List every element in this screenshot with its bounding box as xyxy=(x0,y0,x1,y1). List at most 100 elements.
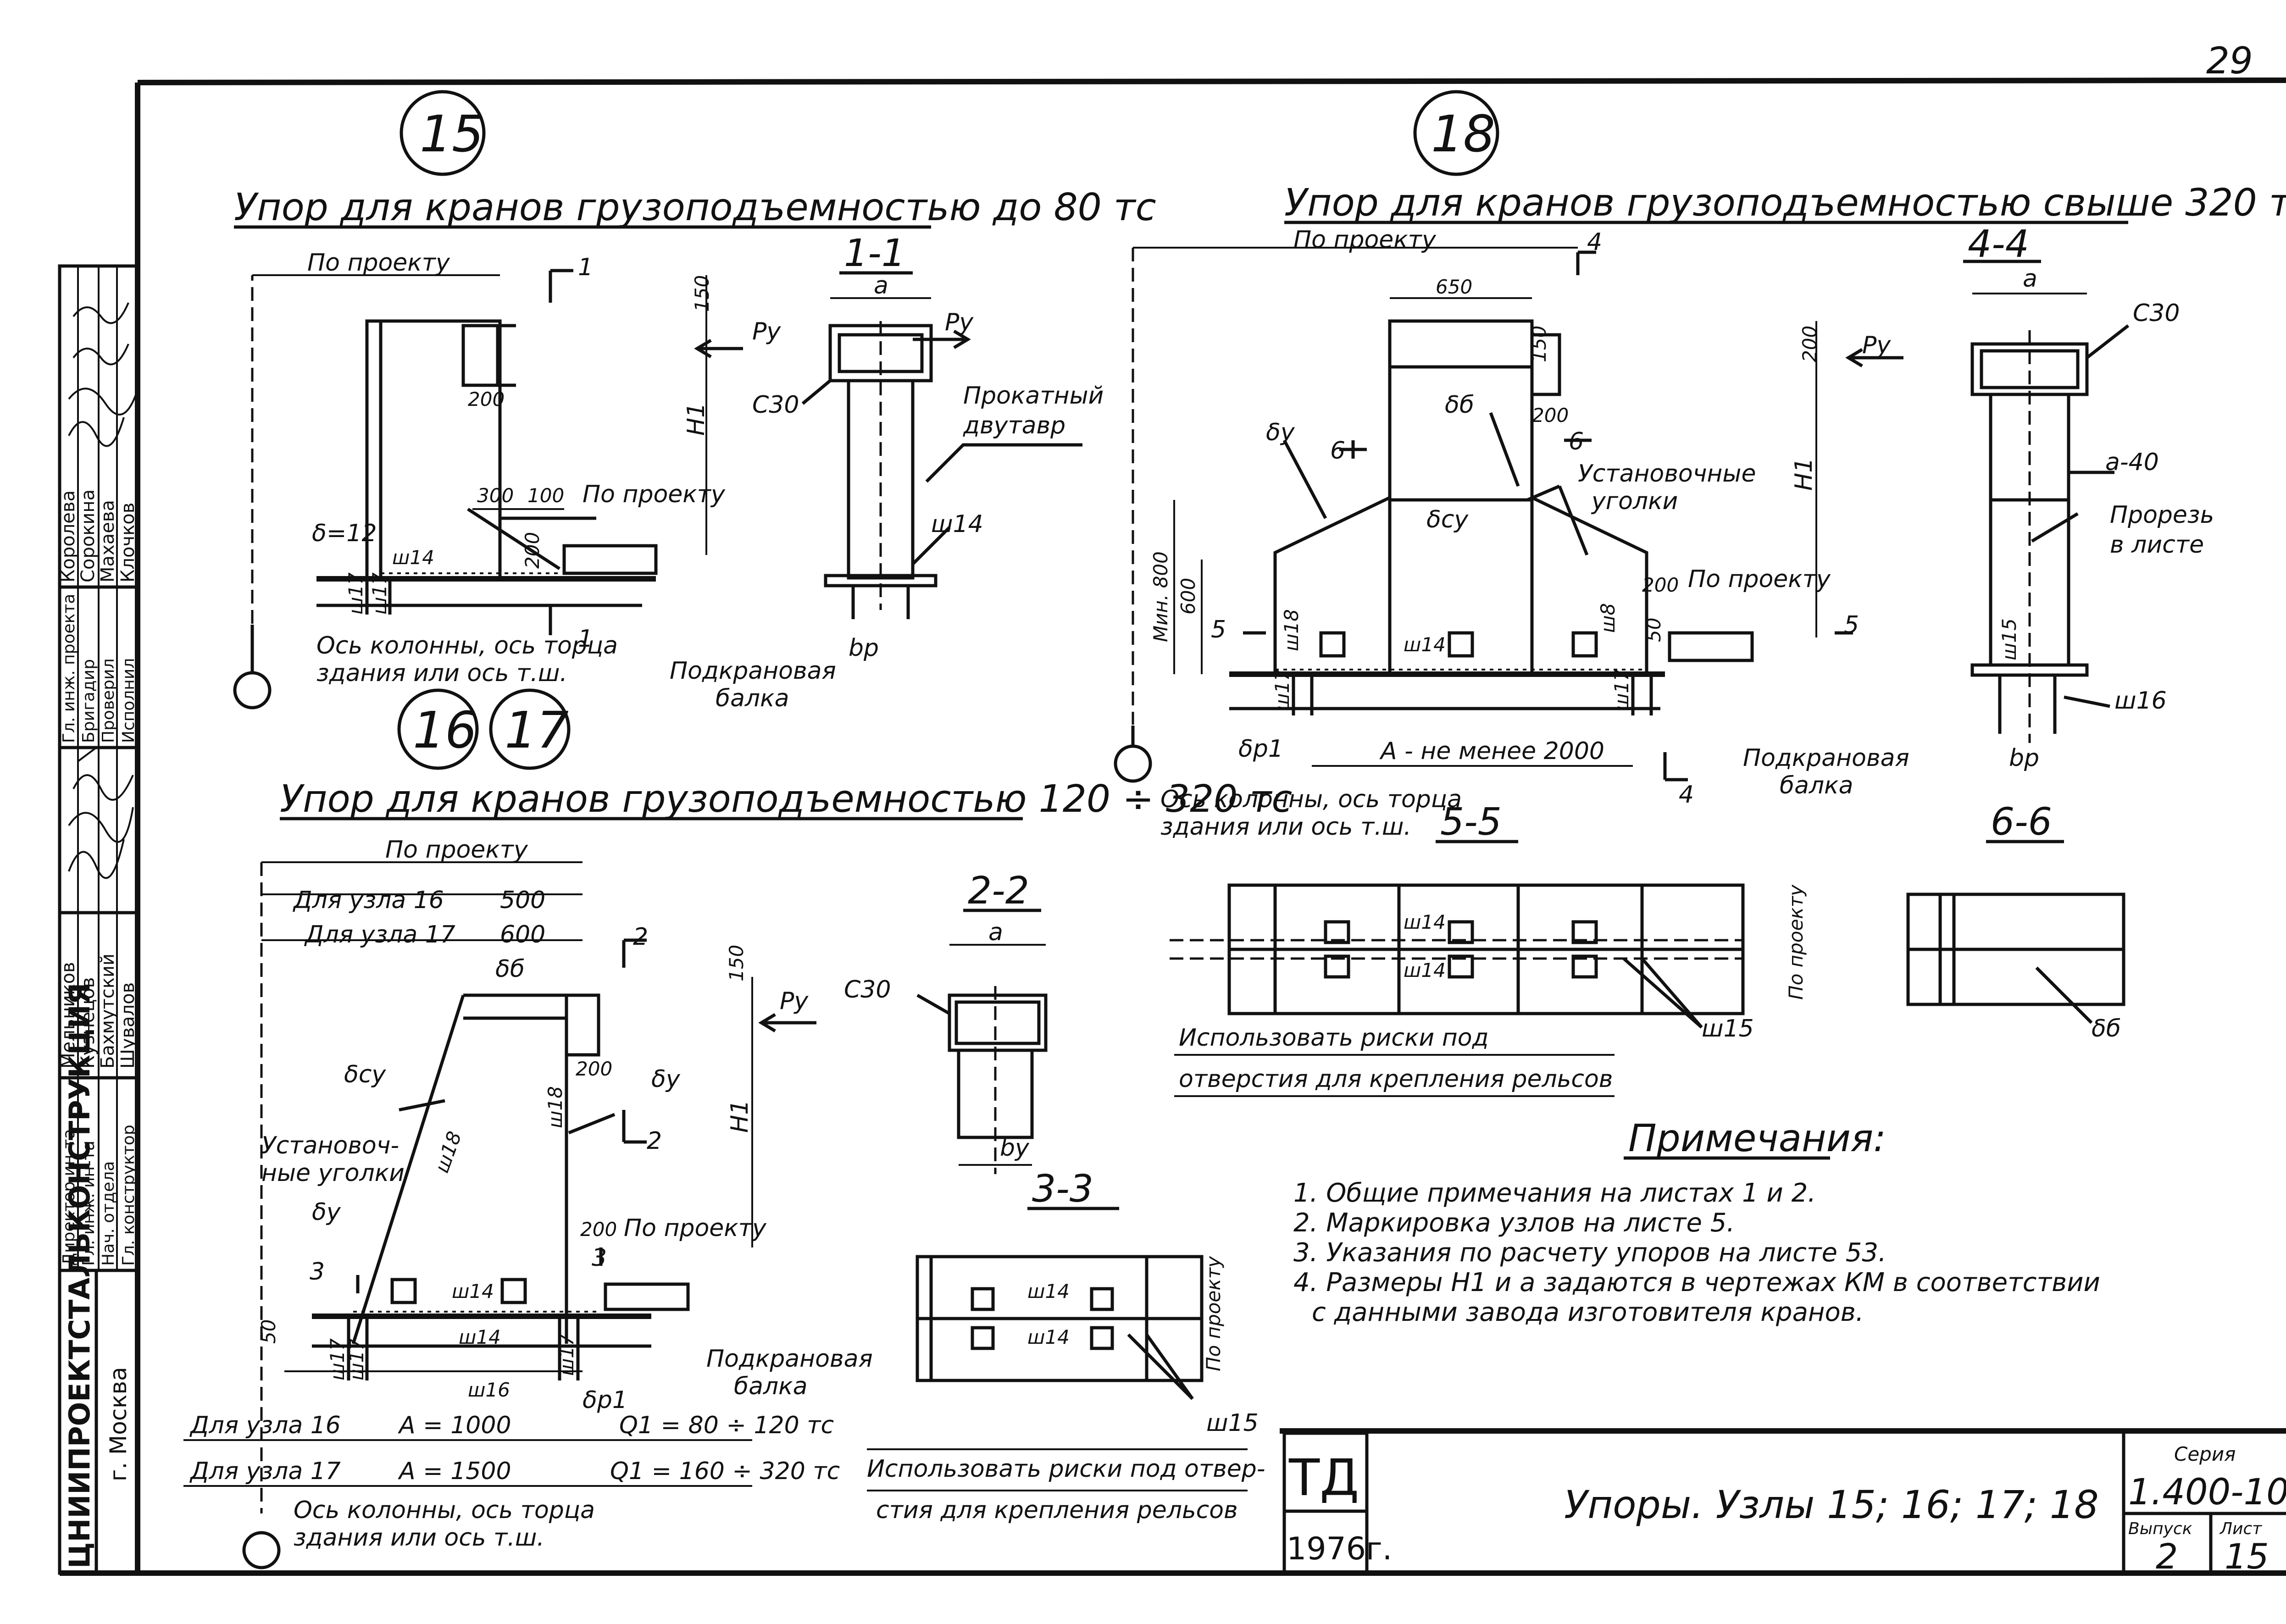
stamp-name: Шувалов xyxy=(117,982,139,1069)
dim-label: bр xyxy=(2009,744,2039,772)
dim-label: 200 xyxy=(1642,574,1679,596)
sheet-label: Лист xyxy=(2219,1519,2262,1538)
dim-label: 150 xyxy=(691,275,713,312)
beam-label: балка xyxy=(734,1373,807,1400)
weld-label: ш18 xyxy=(430,1128,466,1175)
dim-label: 300 xyxy=(477,484,514,507)
note-text: Использовать риски под xyxy=(1179,1024,1489,1052)
weld-label: ш14 xyxy=(1404,633,1446,656)
angle-label: ные уголки xyxy=(261,1159,405,1187)
dim-label: 150 xyxy=(1528,326,1550,362)
dim-label: По проекту xyxy=(624,1214,767,1242)
dim-label: По проекту xyxy=(385,836,528,864)
node-selector: Для узла 16 xyxy=(293,887,444,914)
axis-label: Ось колонны, ось торца xyxy=(1160,786,1462,813)
plate-label: δу xyxy=(312,1198,341,1226)
dim-label: a xyxy=(988,919,1003,946)
dim-label: По проекту xyxy=(1293,226,1437,254)
td-mark: ТД xyxy=(1288,1448,1359,1507)
dim-label: По проекту xyxy=(583,481,726,508)
series-label: Серия xyxy=(2174,1443,2236,1465)
dim-label: 200 xyxy=(468,388,505,410)
node-number: 16 xyxy=(413,701,477,759)
weld-label: ш14 xyxy=(931,510,983,538)
plate-label: δб xyxy=(495,955,525,983)
stamp-role: Гл. инж. проекта xyxy=(60,594,78,743)
node-number: 15 xyxy=(420,105,484,163)
section-mark: 4 xyxy=(1587,228,1602,256)
dim-label: a xyxy=(2023,265,2037,293)
weld-label: ш18 xyxy=(1280,609,1303,651)
issue-label: Выпуск xyxy=(2128,1519,2192,1538)
weld-label: ш14 xyxy=(1404,959,1446,981)
series-value: 1.400-10/76 xyxy=(2128,1472,2286,1513)
notes-title: Примечания: xyxy=(1628,1117,1886,1160)
dim-label: 150 xyxy=(725,945,748,981)
weld-label: ш16 xyxy=(468,1379,510,1401)
capacity-label: Q1 = 160 ÷ 320 тс xyxy=(610,1458,840,1485)
section-mark: 6 xyxy=(1569,428,1584,455)
title-block xyxy=(1282,1431,2286,1575)
plate-label: δсу xyxy=(344,1061,386,1088)
beam-label: балка xyxy=(716,685,789,712)
plate-label: δб xyxy=(2092,1015,2121,1042)
node-number: 17 xyxy=(505,701,569,759)
dim-label: По проекту xyxy=(1785,884,1807,1000)
capacity-label: Q1 = 80 ÷ 120 тс xyxy=(619,1412,834,1439)
note-item: 4. Размеры H1 и а задаются в чертежах КМ… xyxy=(1293,1268,2100,1297)
axis-label: здания или ось т.ш. xyxy=(316,660,567,687)
note-text: стия для крепления рельсов xyxy=(876,1497,1238,1524)
dim-label: 500 xyxy=(500,887,545,914)
plate-label: δу xyxy=(651,1065,681,1093)
plate-label: δсу xyxy=(1426,506,1469,533)
dim-label: 50 xyxy=(257,1319,280,1344)
axis-label: здания или ось т.ш. xyxy=(294,1524,544,1552)
section-title: 4-4 xyxy=(1968,222,2029,266)
weld-label: ш17 xyxy=(1610,669,1633,711)
stamp-role: Бригадир xyxy=(79,659,98,743)
stamp-name: Бахмутский xyxy=(97,953,118,1069)
weld-label: ш17 xyxy=(1271,669,1293,711)
dim-label: 200 xyxy=(1532,404,1569,427)
dim-label: 600 xyxy=(1177,578,1199,615)
section-title: 2-2 xyxy=(968,869,1029,913)
dim-label: a-40 xyxy=(2105,449,2159,476)
section-mark: 5 xyxy=(1844,611,1859,639)
dim-label: 100 xyxy=(527,484,564,507)
section-title: 3-3 xyxy=(1032,1167,1093,1211)
sheet-title: Упоры. Узлы 15; 16; 17; 18 xyxy=(1564,1482,2099,1527)
note-item: 3. Указания по расчету упоров на листе 5… xyxy=(1293,1238,1887,1268)
plate-label: δ=12 xyxy=(312,520,377,547)
weld-label: ш15 xyxy=(1206,1409,1259,1437)
section-2-2: 2-2 xyxy=(916,869,1048,1174)
stamp-role: Гл. конструктор xyxy=(119,1125,138,1266)
elevation-view xyxy=(233,269,743,709)
dim-label: Мин. 800 xyxy=(1149,551,1172,642)
page-number: 29 xyxy=(2206,39,2253,82)
weld-label: ш17 xyxy=(368,572,391,615)
beam-label: балка xyxy=(1780,772,1853,799)
note-text: Использовать риски под отвер- xyxy=(867,1455,1265,1483)
dim-label: 200 xyxy=(580,1218,617,1241)
section-title: 5-5 xyxy=(1440,800,1502,844)
stamp-name: Махаева xyxy=(97,500,118,582)
note-item: с данными завода изготовителя кранов. xyxy=(1312,1297,1864,1327)
year: 1976г. xyxy=(1287,1531,1392,1567)
section-5-5: 5-5 xyxy=(1170,800,1745,1097)
section-mark: 5 xyxy=(1211,616,1226,643)
weld-label: ш14 xyxy=(1404,911,1446,933)
part-label: C30 xyxy=(2133,299,2180,327)
weld-label: ш16 xyxy=(2114,687,2167,715)
node-16-17: 16 17 Упор для кранов грузоподъемностью … xyxy=(183,688,1292,1569)
section-mark: 6 xyxy=(1330,437,1345,465)
weld-label: ш17 xyxy=(344,572,367,615)
force-label: Py xyxy=(1862,332,1891,359)
beam-label: Подкрановая xyxy=(670,657,836,685)
sheet-value: 15 xyxy=(2225,1536,2269,1577)
elevation-view xyxy=(1114,247,1903,783)
stamp-role: Исполнил xyxy=(119,658,138,743)
section-3-3: 3-3 xyxy=(867,1167,1248,1491)
angle-label: уголки xyxy=(1591,488,1678,515)
part-label: C30 xyxy=(844,976,891,1003)
